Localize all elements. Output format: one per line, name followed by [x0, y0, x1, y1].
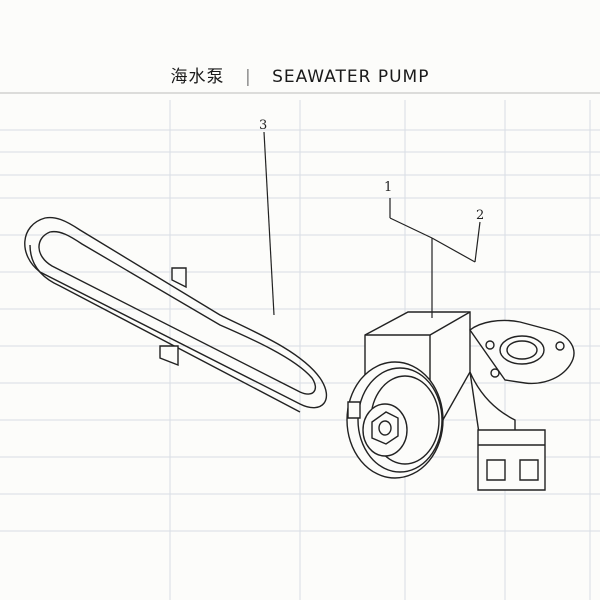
- leader-line-2: [474, 221, 481, 263]
- title-chinese: 海水泵: [170, 67, 225, 87]
- title-separator: |: [244, 67, 252, 87]
- title-english: SEAWATER PUMP: [272, 67, 430, 87]
- leader-lines: [263, 131, 481, 318]
- page-title: 海水泵 | SEAWATER PUMP: [0, 62, 600, 87]
- callout-1: 1: [384, 180, 393, 195]
- callout-2: 2: [476, 208, 485, 223]
- callout-3: 3: [259, 118, 268, 133]
- seawater-pump: [346, 311, 575, 491]
- leader-line-3: [263, 131, 275, 316]
- leader-line-join: [431, 237, 476, 263]
- v-belt: [24, 216, 328, 413]
- leader-line-1: [389, 217, 433, 239]
